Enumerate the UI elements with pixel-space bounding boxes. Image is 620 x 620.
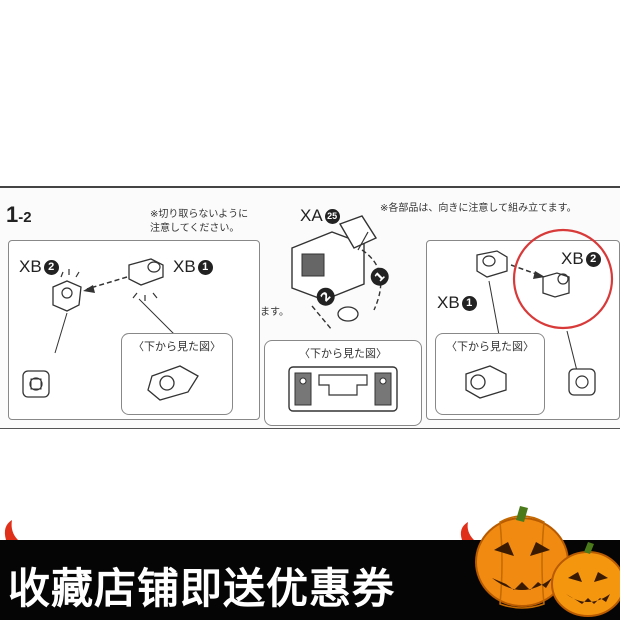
right-parts-drawing (476, 228, 614, 396)
flame-left-icon (4, 520, 18, 540)
small-assembled-icon (22, 370, 50, 398)
small-peg-icon (337, 306, 359, 322)
small-assembled-right-icon (568, 368, 596, 396)
jack-o-lantern-large-icon (475, 506, 569, 609)
flame-right-icon (460, 522, 474, 540)
part-number-badge: 2 (585, 251, 601, 267)
part-number-badge: 1 (197, 259, 213, 275)
part-xb2-icon (52, 269, 82, 312)
part-code: XB (173, 257, 196, 276)
bottom-view-right: 〈下から見た図〉 (435, 333, 545, 415)
part-code: XB (437, 293, 460, 312)
flame-decorations (4, 520, 474, 540)
bottom-view-drawing-left (147, 365, 199, 401)
part-xb1-icon (128, 258, 164, 301)
part-code: XB (19, 257, 42, 276)
bottom-view-title: 〈下から見た図〉 (446, 340, 534, 353)
left-parts-drawing (22, 258, 182, 398)
instruction-diagram: 1-2 ※切り取らないように 注意してください。 ※各部品は、向きに注意して組み… (0, 186, 620, 429)
bottom-view-drawing-right (465, 365, 507, 399)
part-number-badge: 25 (324, 208, 340, 224)
bottom-view-drawing-center (288, 366, 398, 412)
assembly-arrow (86, 276, 128, 290)
highlight-circle (512, 228, 614, 330)
center-assembly-drawing (291, 215, 382, 331)
bottom-view-center: 〈下から見た図〉 (264, 340, 422, 426)
step-main: 1 (6, 202, 19, 227)
promo-banner-text[interactable]: 收藏店铺即送优惠券 (8, 564, 396, 613)
pumpkin-decoration (475, 506, 620, 617)
part-xb1-right-icon (476, 250, 508, 278)
part-number-badge: 2 (43, 259, 59, 275)
part-code: XB (561, 249, 584, 268)
part-code: XA (300, 206, 323, 225)
jack-o-lantern-small-icon (551, 542, 620, 617)
step-sub: -2 (18, 209, 32, 226)
part-xb2-right-icon (542, 272, 570, 298)
cut-warning-note: ※切り取らないように 注意してください。 (150, 209, 249, 234)
part-number-badge: 1 (461, 295, 477, 311)
step-number: 1-2 (6, 202, 32, 228)
part-xa25-icon (291, 215, 378, 301)
orientation-note: ※各部品は、向きに注意して組み立てます。 (380, 203, 577, 214)
bottom-view-title: 〈下から見た図〉 (133, 340, 221, 353)
bottom-view-title: 〈下から見た図〉 (299, 347, 387, 360)
bottom-view-left: 〈下から見た図〉 (121, 333, 233, 415)
